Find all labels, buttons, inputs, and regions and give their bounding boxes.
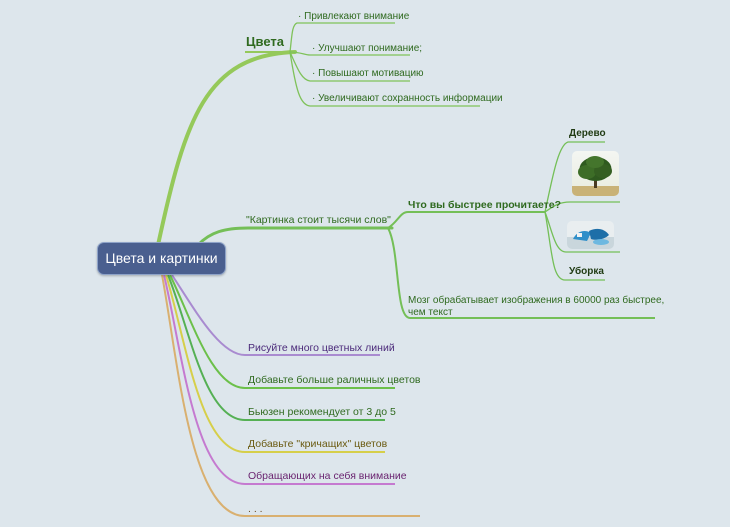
- connector-bottom-6: [161, 274, 420, 517]
- connector-colors-item3: [289, 51, 410, 82]
- bottom-item-3[interactable]: Бьюзен рекомендует от 3 до 5: [248, 406, 396, 418]
- bottom-item-1[interactable]: Рисуйте много цветных линий: [248, 342, 395, 354]
- tree-image[interactable]: [572, 151, 619, 196]
- colors-item-2[interactable]: · Улучшают понимание;: [312, 43, 423, 54]
- bottom-item-5[interactable]: Обращающих на себя внимание: [248, 470, 407, 482]
- connector-question-cleaning: [544, 211, 605, 281]
- connector-picture-brain: [387, 227, 655, 319]
- connector-bottom-2: [169, 274, 395, 389]
- option-tree-label[interactable]: Дерево: [569, 128, 606, 139]
- colors-item-4[interactable]: · Увеличивают сохранность информации: [312, 93, 503, 104]
- colors-item-1[interactable]: · Привлекают внимание: [298, 11, 410, 22]
- picture-branch-title[interactable]: "Картинка стоит тысячи слов": [246, 214, 391, 226]
- connector-colors-item1: [289, 22, 395, 53]
- bullet-icon: ·: [312, 68, 316, 79]
- connector-question-tree: [544, 141, 605, 213]
- connector-bottom-4: [165, 274, 385, 453]
- bullet-icon: ·: [298, 11, 302, 22]
- connector-colors-item2: [289, 51, 410, 56]
- connector-bottom-3: [167, 274, 385, 421]
- bottom-item-4[interactable]: Добавьте "кричащих" цветов: [248, 438, 388, 450]
- bottom-item-6[interactable]: . . .: [248, 503, 263, 515]
- connector-question-treeimg: [544, 201, 620, 213]
- connector-question-cleanimg: [544, 211, 620, 253]
- connector-colors-item4: [289, 51, 480, 107]
- connector-picture-question: [387, 211, 545, 229]
- question-node[interactable]: Что вы быстрее прочитаете?: [408, 199, 562, 211]
- option-cleaning-label[interactable]: Уборка: [569, 266, 604, 277]
- connector-root-picture: [196, 226, 394, 247]
- connector-bottom-5: [163, 274, 395, 485]
- cleaning-image[interactable]: [567, 221, 614, 249]
- branch-colors-title[interactable]: Цвета: [246, 34, 284, 49]
- bullet-icon: ·: [312, 93, 316, 104]
- root-node[interactable]: Цвета и картинки: [97, 242, 226, 275]
- connector-root-colors: [156, 50, 297, 247]
- connector-bottom-1: [171, 274, 380, 356]
- colors-item-3[interactable]: · Повышают мотивацию: [312, 68, 424, 79]
- bullet-icon: ·: [312, 43, 316, 54]
- bottom-item-2[interactable]: Добавьте больше раличных цветов: [248, 374, 421, 386]
- brain-fact-line-2: чем текст: [408, 307, 453, 318]
- brain-fact[interactable]: Мозг обрабатывает изображения в 60000 ра…: [408, 295, 664, 319]
- brain-fact-line-1: Мозг обрабатывает изображения в 60000 ра…: [408, 295, 665, 306]
